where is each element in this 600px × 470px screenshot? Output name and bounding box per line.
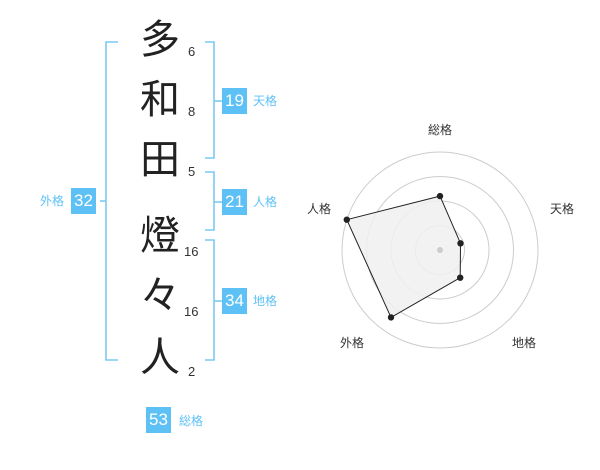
chikaku-bracket [205,239,215,361]
radar-ring-4 [341,151,539,349]
radar-point-4 [387,314,395,321]
name-char-5: 々 [140,273,180,319]
tenkaku-bracket [205,41,215,159]
stroke-count-6: 2 [188,364,196,379]
name-char-1: 多 [140,17,180,63]
gaikaku-value: 32 [71,188,96,214]
radar-point-3 [457,274,464,281]
stroke-count-3: 5 [188,164,196,179]
radar-point-2 [457,240,464,247]
radar-label-gaikaku: 外格 [340,335,364,350]
stroke-count-4: 16 [184,244,199,259]
radar-label-soukaku: 総格 [428,122,452,137]
name-char-3: 田 [140,137,180,183]
radar-polygon [346,195,462,319]
radar-label-chikaku: 地格 [512,335,536,350]
stroke-count-1: 6 [188,44,196,59]
radar-label-jinkaku: 人格 [307,201,331,216]
name-char-6: 人 [140,335,180,381]
soukaku-value: 53 [146,407,171,433]
name-char-4: 燈 [140,213,180,259]
radar-point-5 [343,216,350,223]
jinkaku-bracket [205,171,215,231]
soukaku-label: 総格 [179,414,204,428]
chikaku-label: 地格 [253,294,278,308]
radar-label-tenkaku: 天格 [550,201,574,216]
tenkaku-value: 19 [222,88,247,114]
jinkaku-label: 人格 [253,195,278,209]
radar-point-1 [436,192,444,200]
stroke-count-2: 8 [188,104,196,119]
radar-center-dot [437,247,443,253]
chikaku-value: 34 [222,288,247,314]
stroke-count-5: 16 [184,304,199,319]
radar-points [343,192,464,321]
name-char-2: 和 [140,77,180,123]
jinkaku-value: 21 [222,189,247,215]
tenkaku-label: 天格 [253,94,278,108]
gaikaku-label: 外格 [40,194,65,208]
